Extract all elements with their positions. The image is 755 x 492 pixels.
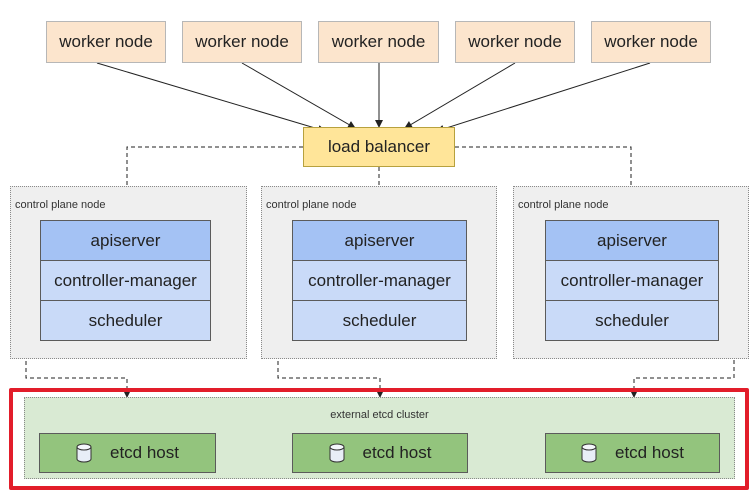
worker-node-4: worker node [455, 21, 575, 63]
worker-node-3: worker node [318, 21, 439, 63]
etcd-host-3: etcd host [545, 433, 720, 473]
etcd-highlight-frame [9, 388, 749, 490]
apiserver-2: apiserver [292, 220, 467, 261]
controller-manager-label: controller-manager [308, 270, 451, 290]
arrow-worker-5-to-lb [436, 62, 651, 133]
etcd-cluster-label: external etcd cluster [330, 409, 429, 421]
database-icon [329, 443, 344, 463]
worker-node-1: worker node [46, 21, 166, 63]
arrow-worker-2-to-lb [241, 62, 356, 129]
scheduler-2: scheduler [292, 300, 467, 341]
worker-node-2: worker node [182, 21, 302, 63]
load-balancer: load balancer [303, 127, 455, 167]
database-icon [76, 443, 92, 463]
arrow-worker-4-to-lb [404, 62, 516, 129]
control-plane-node-label: control plane node [15, 199, 106, 211]
scheduler-label: scheduler [88, 310, 163, 330]
etcd-host-label: etcd host [362, 443, 432, 462]
arrow-worker-1-to-lb [96, 62, 326, 133]
worker-node-label: worker node [331, 32, 426, 51]
scheduler-label: scheduler [342, 310, 417, 330]
worker-node-label: worker node [59, 32, 153, 51]
apiserver-label: apiserver [344, 230, 415, 250]
controller-manager-3: controller-manager [545, 260, 719, 301]
apiserver-label: apiserver [597, 230, 667, 250]
database-icon [581, 443, 597, 463]
load-balancer-label: load balancer [327, 137, 431, 156]
etcd-host-label: etcd host [110, 443, 179, 462]
controller-manager-2: controller-manager [292, 260, 467, 301]
scheduler-1: scheduler [40, 300, 211, 341]
controller-manager-label: controller-manager [54, 270, 197, 290]
etcd-host-label: etcd host [615, 443, 684, 462]
worker-node-label: worker node [468, 32, 562, 51]
worker-node-label: worker node [604, 32, 698, 51]
scheduler-3: scheduler [545, 300, 719, 341]
apiserver-1: apiserver [40, 220, 211, 261]
apiserver-label: apiserver [90, 230, 161, 250]
worker-node-5: worker node [591, 21, 711, 63]
controller-manager-1: controller-manager [40, 260, 211, 301]
worker-node-label: worker node [195, 32, 289, 51]
apiserver-3: apiserver [545, 220, 719, 261]
controller-manager-label: controller-manager [560, 270, 704, 290]
control-plane-node-label: control plane node [518, 199, 609, 211]
etcd-host-2: etcd host [292, 433, 468, 473]
etcd-host-1: etcd host [39, 433, 216, 473]
control-plane-node-label: control plane node [266, 199, 357, 211]
scheduler-label: scheduler [595, 310, 669, 330]
